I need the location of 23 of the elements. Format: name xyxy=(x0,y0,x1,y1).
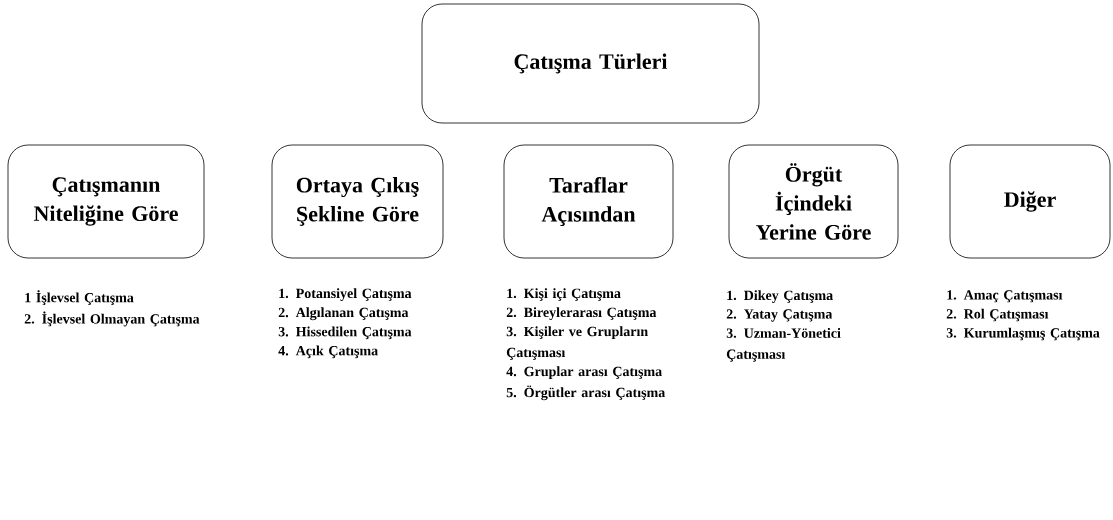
list-item: 2. Algılanan Çatışma xyxy=(278,307,409,321)
list-item: 3. Kurumlaşmış Çatışma xyxy=(946,327,1100,341)
list-item: 2. Yatay Çatışma xyxy=(726,309,833,322)
category-box: Ortaya Çıkış Şekline Göre xyxy=(271,144,444,259)
list-item: 3. Hissedilen Çatışma xyxy=(278,326,412,340)
list-item: 1. Dikey Çatışma xyxy=(727,290,833,303)
list-item: 4. Açık Çatışma xyxy=(278,345,378,359)
category-box: Örgüt İçindeki Yerine Göre xyxy=(728,144,899,259)
list-item: 2. İşlevsel Olmayan Çatışma xyxy=(24,311,200,327)
category-box: Taraflar Açısından xyxy=(503,144,674,259)
category-box: Çatışmanın Niteliğine Göre xyxy=(7,144,205,259)
category-box: Çatışma Türleri xyxy=(421,3,760,124)
list-item: 2. Rol Çatışması xyxy=(946,308,1049,322)
list-item: 2. Bireylerarası Çatışma xyxy=(506,307,657,320)
category-box: Diğer xyxy=(949,144,1111,259)
list-item: 3. Kişiler ve Grupların Çatışması xyxy=(506,326,648,360)
list-item: 1. Kişi içi Çatışma xyxy=(507,288,621,301)
list-item: 1. Potansiyel Çatışma xyxy=(279,288,412,301)
list-item: 4. Gruplar arası Çatışma xyxy=(506,366,662,380)
list-item: 3. Uzman-Yönetici Çatışması xyxy=(726,328,841,362)
list-item: 5. Örgütler arası Çatışma xyxy=(506,385,665,401)
list-item: 1. Amaç Çatışması xyxy=(947,290,1063,303)
list-item: 1 İşlevsel Çatışma xyxy=(25,290,134,306)
